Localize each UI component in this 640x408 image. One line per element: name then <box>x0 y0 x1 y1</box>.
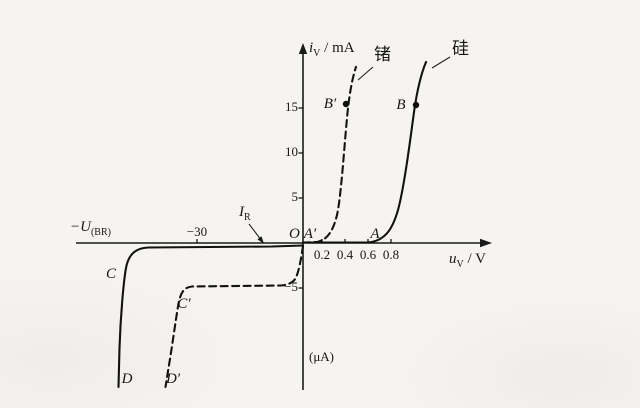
reverse-current-label: IR <box>239 204 251 223</box>
x-axis-unit: / V <box>463 251 486 267</box>
germanium-reverse-curve <box>164 244 305 389</box>
germanium-label-pointer-line <box>357 66 374 81</box>
silicon-label-pointer-line <box>431 56 451 69</box>
x-tick-label-0-6: 0.6 <box>359 247 377 262</box>
y-axis-symbol: i <box>309 40 314 56</box>
x-axis-symbol-subscript: V <box>456 259 464 270</box>
reverse-current-symbol: I <box>239 204 244 220</box>
x-axis-title: uV / V <box>449 251 486 270</box>
x-tick-label-neg-30: −30 <box>186 224 208 239</box>
y-tick-label-15: 15 <box>285 99 298 114</box>
origin-label: O <box>289 226 300 242</box>
y-tick-label-neg-5: −5 <box>284 279 298 294</box>
breakdown-voltage-label: −U(BR) <box>70 219 111 238</box>
x-axis-arrowhead-icon <box>480 238 492 248</box>
y-axis-symbol-subscript: V <box>313 48 321 59</box>
point-D-label: D <box>121 371 133 387</box>
reverse-current-subscript: R <box>244 212 251 223</box>
microamp-unit-label: (μA) <box>309 349 335 364</box>
germanium-forward-curve <box>301 65 358 244</box>
y-axis-arrowhead-icon <box>298 43 308 54</box>
x-tick-label-0-4: 0.4 <box>336 247 354 262</box>
silicon-reverse-curve <box>117 244 305 389</box>
silicon-curve-name: 硅 <box>452 39 469 59</box>
breakdown-subscript: (BR) <box>90 227 111 238</box>
breakdown-symbol: −U <box>70 219 91 235</box>
y-axis-title: iV / mA <box>309 40 355 59</box>
y-tick-label-10: 10 <box>285 144 298 159</box>
x-axis-symbol: u <box>449 251 457 267</box>
reverse-current-arrowhead-icon <box>257 236 264 244</box>
y-tick-label-5: 5 <box>291 189 299 204</box>
point-C-label: C <box>105 266 117 282</box>
point-D-prime-label: D′ <box>165 371 181 387</box>
x-tick-label-0-2: 0.2 <box>313 247 331 262</box>
point-C-prime-label: C′ <box>177 296 191 312</box>
point-B-prime-dot <box>342 100 350 108</box>
germanium-curve-name: 锗 <box>374 45 391 65</box>
silicon-forward-curve <box>301 60 428 244</box>
y-axis-unit: / mA <box>320 40 355 56</box>
point-B-dot <box>412 101 420 109</box>
point-A-prime-label: A′ <box>303 226 317 242</box>
point-B-label: B <box>396 97 406 113</box>
point-A-label: A <box>370 226 380 242</box>
x-tick-label-0-8: 0.8 <box>382 247 400 262</box>
point-B-prime-label: B′ <box>323 96 337 112</box>
